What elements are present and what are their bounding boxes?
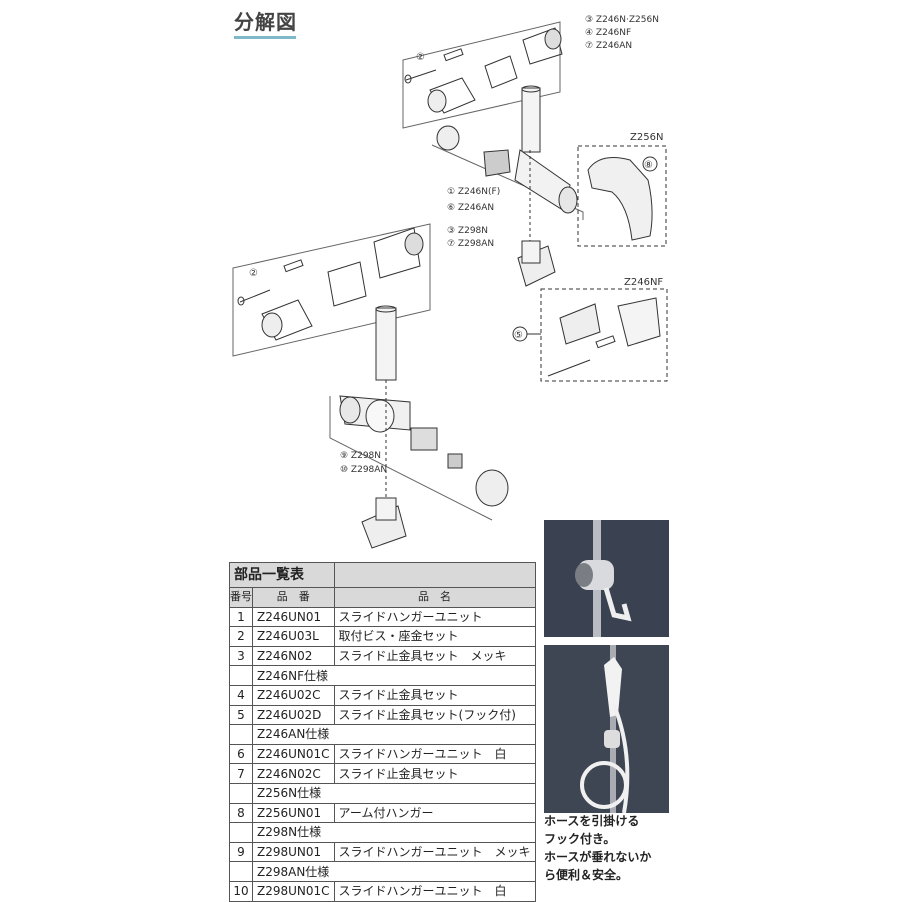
group-label: Z298N仕様 xyxy=(252,822,536,843)
top-wall-plate xyxy=(402,21,561,129)
lower-wall-plate xyxy=(232,223,431,357)
product-photo-hook xyxy=(544,520,669,637)
cell-code: Z246UN01 xyxy=(252,606,335,628)
cell-name: スライドハンガーユニット メッキ xyxy=(333,841,536,863)
cell-name: スライドハンガーユニット 白 xyxy=(333,743,536,765)
group-label: Z256N仕様 xyxy=(252,782,536,804)
cell-name: スライド止金具セット xyxy=(333,763,536,784)
cell-num: 4 xyxy=(229,684,253,706)
table-group-row: Z256N仕様 xyxy=(229,782,536,804)
callout-upper2-2: ⑦ Z298AN xyxy=(447,239,494,249)
group-num-blank xyxy=(229,861,253,882)
cell-num: 7 xyxy=(229,763,253,784)
cell-code: Z298UN01C xyxy=(252,880,335,902)
table-title-row: 部品一覧表 xyxy=(229,562,536,588)
box-label-z246nf: Z246NF xyxy=(624,277,663,288)
cell-num: 6 xyxy=(229,743,253,765)
page-title: 分解図 xyxy=(234,10,297,34)
cell-name: スライドハンガーユニット xyxy=(333,606,536,628)
group-label: Z298AN仕様 xyxy=(252,861,536,882)
cell-code: Z246N02C xyxy=(252,763,335,784)
cell-code: Z246N02 xyxy=(252,645,335,667)
callout-bottom-1: ⑨ Z298N xyxy=(340,451,381,461)
z246nf-box xyxy=(540,288,668,382)
group-num-blank xyxy=(229,665,253,686)
table-title: 部品一覧表 xyxy=(229,562,335,588)
caption-line-2: フック付き。 xyxy=(544,832,616,846)
cell-num: 2 xyxy=(229,626,253,647)
cell-code: Z298UN01 xyxy=(252,841,335,863)
group-label: Z246NF仕様 xyxy=(252,665,536,686)
photo-caption: ホースを引掛ける フック付き。 ホースが垂れないか ら便利＆安全。 xyxy=(544,812,704,884)
cell-name: 取付ビス・座金セット xyxy=(333,626,536,647)
cell-code: Z256UN01 xyxy=(252,802,335,824)
table-group-row: Z246NF仕様 xyxy=(229,665,536,686)
caption-line-4: ら便利＆安全。 xyxy=(544,868,629,882)
cell-code: Z246U02D xyxy=(252,704,335,726)
table-group-row: Z298AN仕様 xyxy=(229,861,536,882)
callout-top-right-3: ⑦ Z246AN xyxy=(585,41,632,51)
table-title-blank xyxy=(333,562,536,588)
box-label-z256n: Z256N xyxy=(630,132,663,143)
cell-code: Z246U02C xyxy=(252,684,335,706)
table-group-row: Z298N仕様 xyxy=(229,822,536,843)
cell-code: Z246UN01C xyxy=(252,743,335,765)
group-label: Z246AN仕様 xyxy=(252,724,536,745)
header-num: 番号 xyxy=(229,587,253,608)
cell-num: 3 xyxy=(229,645,253,667)
marker-2-lower: ② xyxy=(249,268,258,279)
cell-name: スライド止金具セット(フック付) xyxy=(333,704,536,726)
table-header-row: 番号 品 番 品 名 xyxy=(229,587,536,608)
callout-top-right-2: ④ Z246NF xyxy=(585,28,631,38)
group-num-blank xyxy=(229,822,253,843)
callout-mid-1: ① Z246N(F) xyxy=(447,187,500,197)
marker-5: ⑤ xyxy=(514,330,523,341)
cell-name: アーム付ハンガー xyxy=(333,802,536,824)
cell-num: 9 xyxy=(229,841,253,863)
callout-bottom-2: ⑩ Z298AN xyxy=(340,465,387,475)
cell-num: 8 xyxy=(229,802,253,824)
callout-mid-2: ⑥ Z246AN xyxy=(447,203,494,213)
mid-assembly-frame xyxy=(431,144,584,220)
cell-name: スライド止金具セット xyxy=(333,684,536,706)
cell-name: スライド止金具セット メッキ xyxy=(333,645,536,667)
table-group-row: Z246AN仕様 xyxy=(229,724,536,745)
lower-assembly-frame xyxy=(329,396,493,521)
group-num-blank xyxy=(229,782,253,804)
marker-8: ⑧ xyxy=(644,160,653,171)
caption-line-1: ホースを引掛ける xyxy=(544,814,640,828)
cell-num: 5 xyxy=(229,704,253,726)
product-photo-shower xyxy=(544,645,669,813)
cell-num: 1 xyxy=(229,606,253,628)
callout-top-right-1: ③ Z246N·Z256N xyxy=(585,15,659,25)
caption-line-3: ホースが垂れないか xyxy=(544,850,652,864)
cell-code: Z246U03L xyxy=(252,626,335,647)
title-underline xyxy=(234,36,296,39)
cell-num: 10 xyxy=(229,880,253,902)
z256n-box xyxy=(577,145,667,247)
group-num-blank xyxy=(229,724,253,745)
exploded-diagram: ② ② ⑤ ⑧ ③ Z246N·Z256N ④ Z246NF ⑦ Z246AN … xyxy=(232,15,668,549)
callout-upper2-1: ③ Z298N xyxy=(447,226,488,236)
header-name: 品 名 xyxy=(333,587,536,608)
cell-name: スライドハンガーユニット 白 xyxy=(333,880,536,902)
marker-2-top: ② xyxy=(416,52,425,63)
header-code: 品 番 xyxy=(252,587,335,608)
